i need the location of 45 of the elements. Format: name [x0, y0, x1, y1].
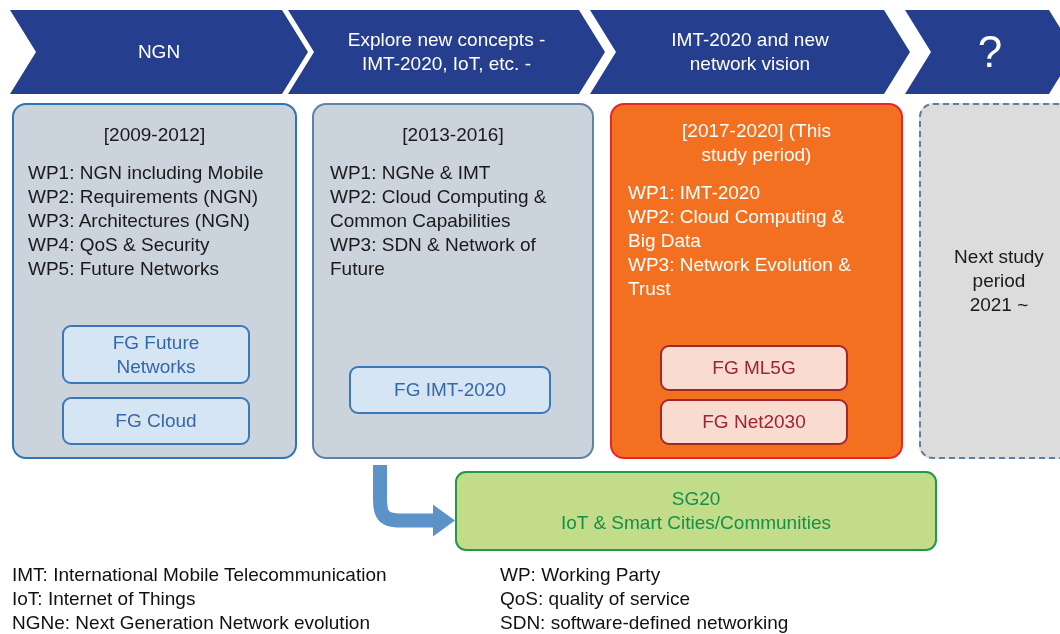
abbreviation-note: QoS: quality of service [500, 587, 691, 611]
period-panel [919, 103, 1060, 459]
abbreviation-note: NGNe: Next Generation Network evolution [12, 611, 370, 634]
work-party-item: WP5: Future Networks [28, 257, 221, 281]
group-title: SG20 [671, 487, 721, 511]
phase-title: ? [977, 28, 1003, 76]
focus-group-box [349, 366, 551, 414]
abbreviation-note: WP: Working Party [500, 563, 661, 587]
group-subtitle: IoT & Smart Cities/Communities [561, 511, 831, 535]
work-party-item: WP1: IMT-2020 [628, 181, 761, 205]
work-party-item: WP2: Requirements (NGN) [28, 185, 260, 209]
group-label: FG Future Networks [111, 330, 201, 379]
chevron-banner [10, 10, 308, 94]
focus-group-box [62, 325, 250, 384]
work-party-item: WP3: Architectures (NGN) [28, 209, 251, 233]
period-label: [2009-2012] [102, 123, 207, 147]
work-party-item: WP2: Cloud Computing & Common Capabilities [330, 185, 548, 233]
abbreviation-note: IMT: International Mobile Telecommunication [12, 563, 387, 587]
abbreviation-note: SDN: software-defined networking [500, 611, 789, 634]
period-label: [2017-2020] (This study period) [681, 119, 832, 167]
period-panel [610, 103, 903, 459]
group-label: FG Net2030 [702, 410, 806, 434]
group-label: FG ML5G [712, 356, 796, 380]
phase-title: IMT-2020 and new network vision [670, 28, 830, 76]
group-label: FG Cloud [115, 409, 197, 433]
work-party-item: WP3: SDN & Network of Future [330, 233, 537, 281]
period-label: [2013-2016] [401, 123, 505, 147]
group-label: FG IMT-2020 [394, 378, 506, 402]
focus-group-box [62, 397, 250, 445]
work-party-item: WP2: Cloud Computing & Big Data [628, 205, 846, 253]
chevron-banner [905, 10, 1060, 94]
focus-group-box [660, 345, 848, 391]
period-panel [312, 103, 594, 459]
phase-title: NGN [137, 40, 181, 64]
period-panel [12, 103, 297, 459]
phase-title: Explore new concepts - IMT-2020, IoT, etc. - [346, 28, 547, 76]
period-label: Next study period 2021 ~ [953, 245, 1045, 317]
work-party-item: WP4: QoS & Security [28, 233, 211, 257]
work-party-item: WP3: Network Evolution & Trust [628, 253, 852, 301]
focus-group-box [660, 399, 848, 445]
chevron-banner [288, 10, 605, 94]
study-group-box [455, 471, 937, 551]
work-party-item: WP1: NGN including Mobile [28, 161, 265, 185]
work-party-item: WP1: NGNe & IMT [330, 161, 492, 185]
abbreviation-note: IoT: Internet of Things [12, 587, 196, 611]
